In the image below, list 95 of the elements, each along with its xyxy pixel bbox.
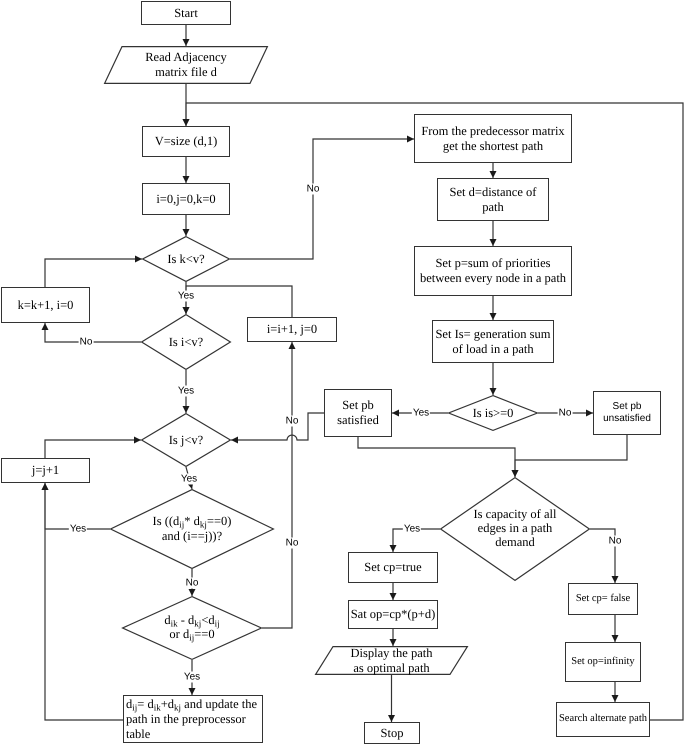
input-output-parallelogram <box>315 646 468 675</box>
branch-label: No <box>284 416 300 426</box>
terminal-box <box>364 722 420 744</box>
edge-label: Yes <box>176 386 196 396</box>
arrow <box>390 528 440 552</box>
decision-text: Is j<v? <box>168 432 204 448</box>
arrow <box>490 363 496 395</box>
edge-label: No <box>558 408 572 418</box>
edge-label: No <box>306 184 320 194</box>
edge-label: Yes <box>402 524 422 534</box>
step-text: Search alternate path <box>558 713 648 726</box>
arrow <box>44 436 141 458</box>
arrow <box>230 136 414 260</box>
terminal-box <box>141 1 231 25</box>
arrow <box>390 583 396 600</box>
edge-label: No <box>608 536 622 546</box>
step-text: Display the path as optimal path <box>350 646 434 676</box>
process-box <box>437 178 549 221</box>
decision-diamond <box>141 413 231 467</box>
arrow <box>512 435 628 477</box>
arrow <box>182 215 190 236</box>
process-box <box>568 583 638 615</box>
decision-text: Is k<v? <box>167 252 205 266</box>
edge-label: Yes <box>182 672 202 682</box>
decision-diamond <box>448 395 538 431</box>
step-text: i=0,j=0,k=0 <box>156 192 216 206</box>
step-text: Read Adjacency matrix file d <box>144 50 228 80</box>
edge-label: No <box>78 336 94 348</box>
input-output-parallelogram <box>104 46 268 84</box>
arrow <box>42 483 123 721</box>
arrow <box>612 682 618 702</box>
process-box <box>593 391 661 435</box>
arrow <box>388 675 395 722</box>
arrow <box>490 296 496 320</box>
arrow <box>390 629 396 646</box>
decision-text: Is is>=0 <box>472 406 514 420</box>
step-text: Set d=distance of path <box>448 184 538 214</box>
step-text: Set op=infinity <box>571 656 635 668</box>
step-text: d$_{ij}$= d$_{ik}$+d$_{kj}$ and update the path in the preprocessor table <box>125 696 258 743</box>
decision-text: Is capacity of all edges in a path demand <box>472 508 558 550</box>
step-text: Start <box>174 6 198 20</box>
process-box <box>142 126 230 157</box>
step-text: Set cp=true <box>364 560 422 575</box>
arrow <box>42 323 141 343</box>
process-box <box>556 702 650 737</box>
step-text: k=k+1, i=0 <box>18 298 74 312</box>
process-box <box>414 246 572 296</box>
decision-text: Is ((d$_{ij}$* d$_{kj}$==0) and (i==j))? <box>152 514 232 544</box>
edge-label: Yes <box>68 524 88 534</box>
arrow <box>182 25 190 46</box>
arrow <box>392 410 448 416</box>
process-box <box>565 642 641 682</box>
decision-diamond <box>142 236 230 282</box>
step-text: j=j+1 <box>32 463 60 478</box>
arrow <box>262 342 296 629</box>
decision-diamond <box>122 596 262 660</box>
process-box <box>348 600 438 629</box>
step-text: i=i+1, j=0 <box>266 322 318 337</box>
decision-diamond <box>440 477 590 581</box>
step-text: Set pb satisfied <box>336 398 380 428</box>
edge-label: Yes <box>412 408 430 418</box>
arrow <box>490 163 496 178</box>
process-box <box>1 287 90 323</box>
edge-label: No <box>184 578 200 588</box>
process-box <box>348 552 438 583</box>
process-box <box>247 317 337 342</box>
process-box <box>432 320 554 363</box>
step-text: Set cp= false <box>576 592 630 606</box>
process-box <box>324 389 392 437</box>
decision-diamond <box>141 314 231 370</box>
arrow <box>44 256 142 287</box>
decision-text: Is i<v? <box>168 334 204 350</box>
arrow <box>231 412 324 444</box>
edge-label: Yes <box>180 474 198 484</box>
decision-diamond <box>110 489 274 569</box>
arrow <box>490 221 496 246</box>
step-text: Set p=sum of priorities between every node in a path <box>418 256 568 286</box>
process-box <box>414 114 572 163</box>
decision-text: d$_{ik}$ - d$_{kj}$<d$_{ij}$ or d$_{ij}$==0 <box>163 614 221 642</box>
step-text: Sat op=cp*(p+d) <box>350 607 436 622</box>
step-text: Set Is= generation sum of load in a path <box>434 326 552 356</box>
step-text: Stop <box>380 726 404 740</box>
arrow <box>182 370 190 413</box>
step-text: From the predecessor matrix get the shortest path <box>420 124 566 154</box>
arrow <box>590 528 618 583</box>
arrow <box>182 285 293 317</box>
arrow <box>182 102 684 721</box>
edge-label: Yes <box>176 290 196 302</box>
process-box <box>142 183 230 215</box>
step-text: Set pb unsatisfied <box>602 401 652 425</box>
arrow <box>612 615 618 642</box>
process-box <box>1 458 90 483</box>
step-text: V=size (d,1) <box>154 134 218 149</box>
arrow <box>182 157 190 183</box>
edge-label: No <box>284 538 300 548</box>
